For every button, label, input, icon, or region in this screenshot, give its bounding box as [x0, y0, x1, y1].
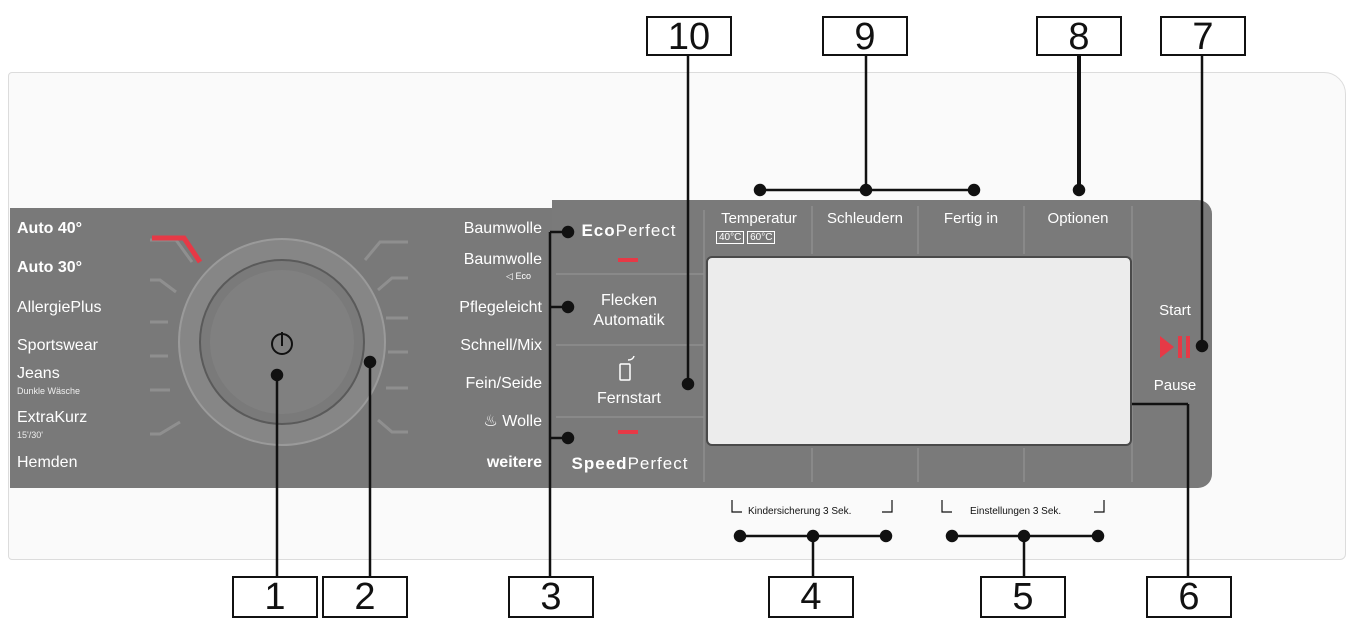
eco-tag-icon: ◁	[506, 271, 513, 281]
program-baumwolle[interactable]: Baumwolle	[463, 220, 542, 237]
program-auto-40[interactable]: Auto 40°	[17, 220, 83, 237]
speedperfect-led	[618, 430, 638, 434]
speedperfect-rest: Perfect	[627, 454, 689, 473]
program-wolle[interactable]: ♨ Wolle	[420, 414, 542, 430]
pause-label[interactable]: Pause	[1153, 377, 1197, 394]
callout-1: 1	[232, 576, 318, 618]
program-schnell-mix[interactable]: Schnell/Mix	[460, 337, 542, 354]
temp-40-tag: 40°C	[716, 231, 745, 244]
power-icon	[271, 332, 293, 355]
program-wolle-label: Wolle	[502, 413, 542, 430]
display-screen	[706, 256, 1132, 446]
ecoperfect-led	[618, 258, 638, 262]
callout-10: 10	[646, 16, 732, 56]
callout-3: 3	[508, 576, 594, 618]
program-allergieplus[interactable]: AllergiePlus	[17, 299, 102, 316]
program-weitere[interactable]: weitere	[486, 454, 542, 471]
fernstart-button[interactable]: Fernstart	[596, 390, 661, 407]
panel-dividers	[556, 206, 1133, 482]
temperatur-button[interactable]: Temperatur	[721, 210, 797, 227]
speedperfect-button[interactable]: SpeedPerfect	[560, 454, 700, 474]
optionen-button[interactable]: Optionen	[1047, 210, 1109, 227]
program-fein-seide[interactable]: Fein/Seide	[465, 375, 543, 392]
temp-60-tag: 60°C	[747, 231, 776, 244]
program-pflegeleicht[interactable]: Pflegeleicht	[459, 299, 542, 316]
callout-8: 8	[1036, 16, 1122, 56]
ecoperfect-rest: Perfect	[615, 221, 677, 240]
dial-tick-marks	[150, 238, 408, 436]
callout-7: 7	[1160, 16, 1246, 56]
temperatur-presets: 40°C 60°C	[716, 231, 776, 244]
callout-9: 9	[822, 16, 908, 56]
ecoperfect-button[interactable]: EcoPerfect	[560, 221, 698, 241]
callout-5: 5	[980, 576, 1066, 618]
program-hemden[interactable]: Hemden	[17, 454, 78, 471]
program-sportswear[interactable]: Sportswear	[17, 337, 98, 354]
kindersicherung-hint: Kindersicherung 3 Sek.	[748, 506, 852, 517]
schleudern-button[interactable]: Schleudern	[827, 210, 903, 227]
einstellungen-hint: Einstellungen 3 Sek.	[970, 506, 1062, 517]
wool-icon: ♨	[483, 413, 498, 430]
fertig-in-button[interactable]: Fertig in	[943, 210, 999, 227]
program-baumwolle-eco-sub: ◁ Eco	[506, 271, 546, 282]
program-baumwolle-eco[interactable]: Baumwolle	[463, 251, 542, 268]
ecoperfect-bold: Eco	[581, 221, 616, 240]
program-jeans[interactable]: Jeans	[17, 365, 60, 382]
program-auto-30[interactable]: Auto 30°	[17, 259, 83, 276]
callout-6: 6	[1146, 576, 1232, 618]
eco-tag-label: Eco	[515, 271, 531, 281]
callout-4: 4	[768, 576, 854, 618]
program-extrakurz[interactable]: ExtraKurz	[17, 409, 88, 426]
fernstart-icon	[619, 355, 635, 381]
program-jeans-sub: Dunkle Wäsche	[17, 386, 81, 396]
callout-2: 2	[322, 576, 408, 618]
program-extrakurz-sub: 15'/30'	[17, 430, 43, 440]
flecken-line2: Automatik	[593, 312, 665, 329]
speedperfect-bold: Speed	[571, 454, 628, 473]
hint-brackets	[731, 500, 1105, 513]
flecken-line1: Flecken	[600, 292, 658, 309]
start-label[interactable]: Start	[1159, 302, 1191, 319]
dial-selected-marker	[152, 235, 203, 264]
start-pause-icon	[1160, 336, 1190, 358]
